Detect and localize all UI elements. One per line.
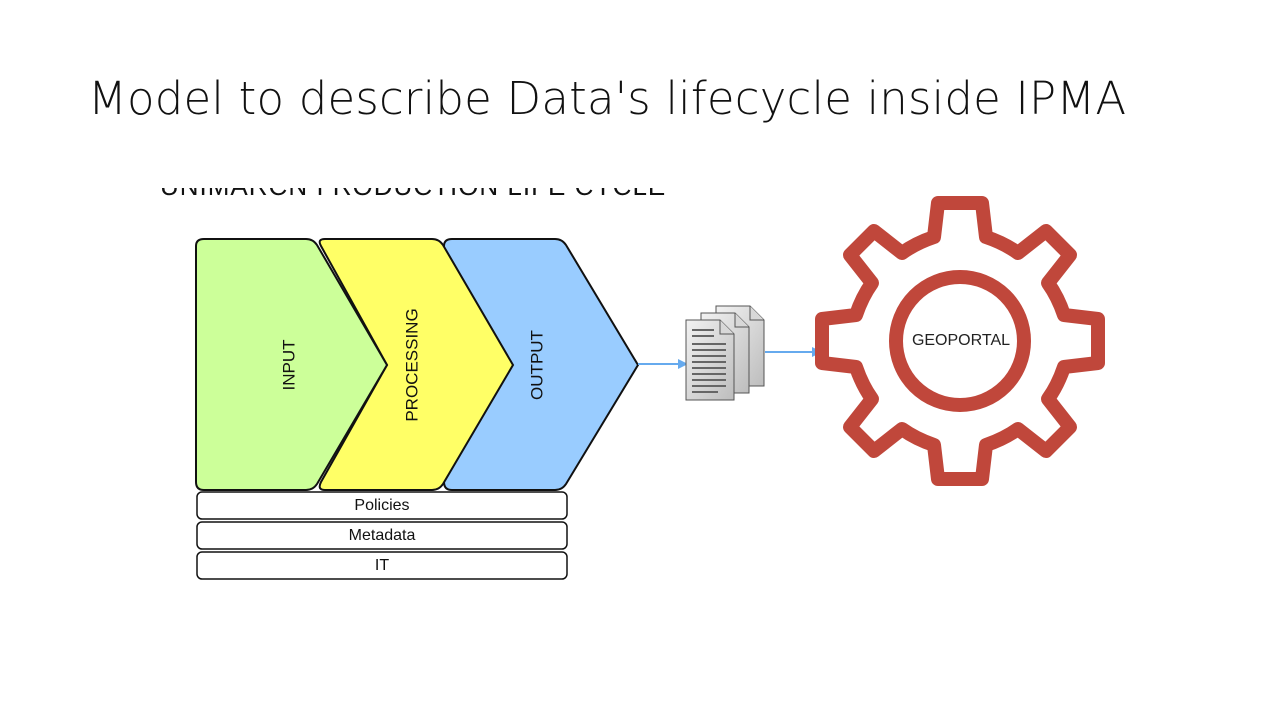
- stacked-documents-icon: [685, 305, 765, 401]
- layer-it-bar: [196, 551, 568, 580]
- stage-processing-shape: [318, 238, 515, 491]
- stage-input-label: INPUT: [279, 340, 298, 391]
- gear-icon: [815, 196, 1105, 486]
- geoportal-label: GEOPORTAL: [912, 332, 1010, 349]
- stage-output-shape: [443, 238, 640, 491]
- stage-processing-label: PROCESSING: [402, 308, 421, 421]
- layer-metadata-bar: [196, 521, 568, 550]
- stage-input-shape: [195, 238, 389, 491]
- slide-title: Model to describe Data's lifecycle insid…: [88, 72, 1127, 125]
- layer-metadata-label: Metadata: [349, 527, 416, 544]
- stage-output-label: OUTPUT: [527, 330, 546, 400]
- layer-policies-label: Policies: [354, 497, 409, 514]
- layer-it-label: IT: [375, 557, 389, 574]
- clipped-heading-fragment: UNIMARCN I RODUCTION LIFE CYCLE: [160, 171, 666, 201]
- svg-text:UNIMARCN I RODUCTION LIFE CYCL: UNIMARCN I RODUCTION LIFE CYCLE: [160, 171, 666, 201]
- layer-policies-bar: [196, 491, 568, 520]
